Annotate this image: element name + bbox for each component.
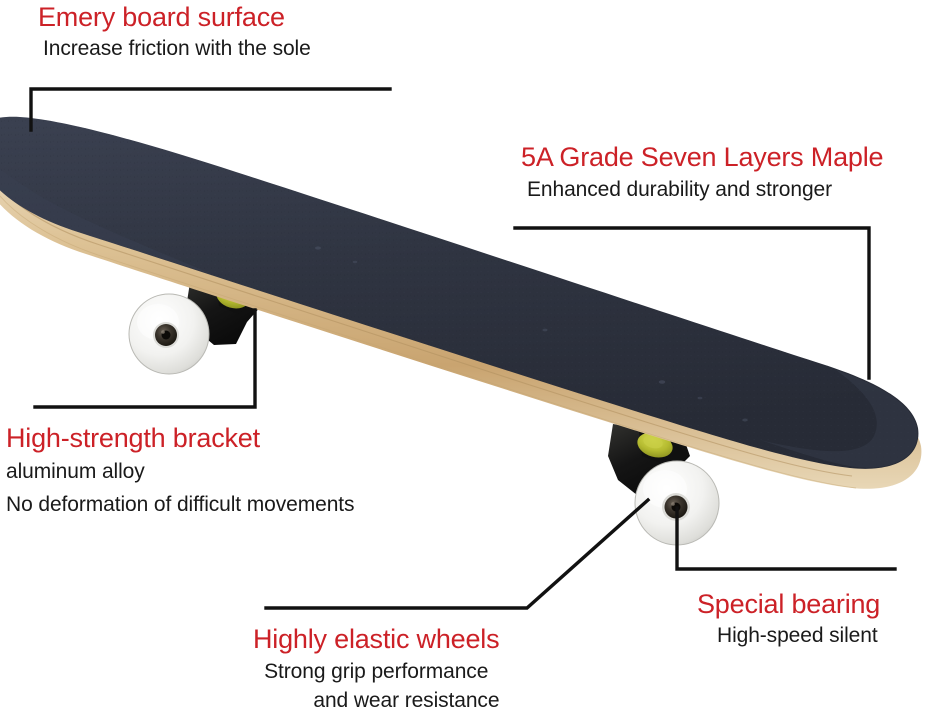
callout-bracket-subtitle: aluminum alloy xyxy=(6,460,145,484)
callout-bracket-subtitle-2: No deformation of difficult movements xyxy=(6,492,355,516)
callout-wheels-title: Highly elastic wheels xyxy=(253,624,500,654)
callout-high-strength-bracket: High-strength bracket aluminum alloy No … xyxy=(6,423,355,518)
callout-bearing-title: Special bearing xyxy=(697,589,881,619)
callout-maple-title: 5A Grade Seven Layers Maple xyxy=(521,142,884,172)
callout-emery-title: Emery board surface xyxy=(38,2,285,32)
callout-maple-subtitle: Enhanced durability and stronger xyxy=(527,178,833,202)
callout-maple: 5A Grade Seven Layers Maple Enhanced dur… xyxy=(521,142,884,204)
deck-griptape xyxy=(0,116,919,469)
callout-bracket-title: High-strength bracket xyxy=(6,423,260,453)
callout-emery-subtitle: Increase friction with the sole xyxy=(43,37,311,61)
callout-wheels-subtitle-2: and wear resistance xyxy=(313,688,500,712)
callout-special-bearing: Special bearing High-speed silent xyxy=(697,589,880,650)
callout-highly-elastic-wheels: Highly elastic wheels Strong grip perfor… xyxy=(253,624,500,714)
callout-bearing-subtitle: High-speed silent xyxy=(717,624,878,648)
callout-emery-board-surface: Emery board surface Increase friction wi… xyxy=(38,2,311,63)
callout-wheels-subtitle: Strong grip performance xyxy=(264,660,489,684)
